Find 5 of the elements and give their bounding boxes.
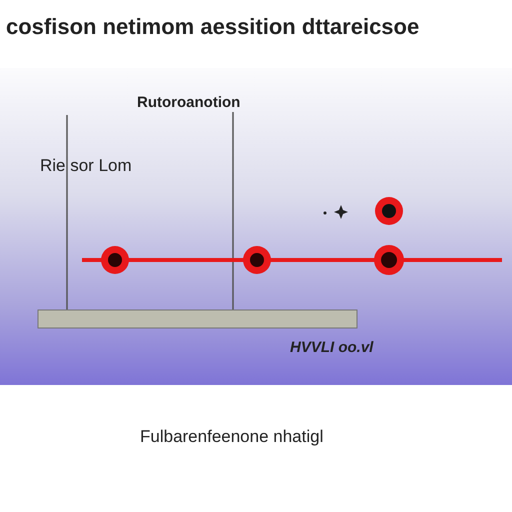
diagram-label: HVVLI oo.vl — [290, 339, 374, 356]
diagram-label: Rutoroanotion — [137, 94, 240, 111]
caption: Fulbarenfeenone nhatigl — [140, 427, 324, 447]
title: cosfison netimom aessition dttareicsoe — [6, 14, 420, 40]
diagram-label: Rie sor Lom — [40, 156, 132, 176]
